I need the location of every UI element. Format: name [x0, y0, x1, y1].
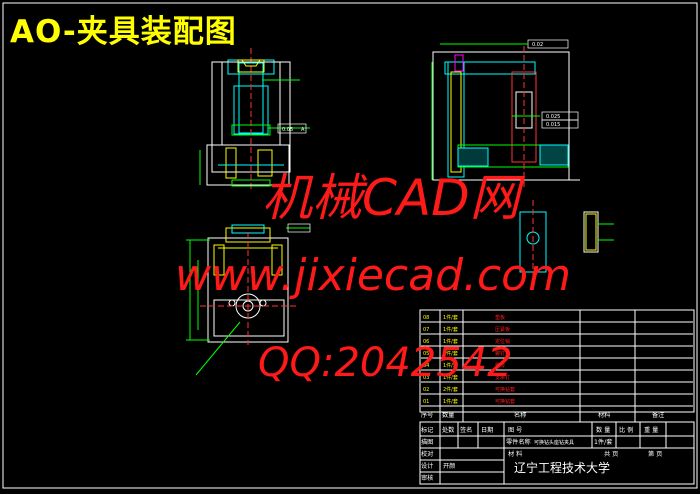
- tb-qty-value: 1件/套: [594, 438, 612, 446]
- bom-row-qty: 1件/套: [443, 326, 458, 333]
- right-upper-view: [431, 39, 580, 190]
- tolerance-value: 0.02: [532, 42, 543, 48]
- bom-row-qty: 2件/套: [443, 386, 458, 393]
- bom-header-note: 备注: [652, 411, 664, 419]
- bom-row-name: 螺钉: [495, 350, 505, 357]
- bom-row-no: 03: [423, 375, 429, 381]
- watermark-site-name: 机械CAD网: [262, 169, 520, 227]
- tb-ratio-label: 比 例: [619, 426, 633, 434]
- tb-date: 日期: [481, 426, 493, 434]
- bom-row-name: 垫板: [495, 314, 505, 321]
- bom-row-qty: 1件/套: [443, 362, 458, 369]
- bom-row-no: 02: [423, 387, 429, 393]
- tolerance-value: 0.05: [282, 127, 293, 133]
- tb-count: 处数: [442, 426, 455, 434]
- bom-row-no: 05: [423, 351, 429, 357]
- bom-row-no: 06: [423, 339, 429, 345]
- tb-part-name: 可换钻头座钻夹具: [534, 439, 574, 446]
- page-title: AO-夹具装配图: [10, 14, 237, 50]
- tb-school: 辽宁工程技术大学: [514, 460, 610, 475]
- bom-row-no: 01: [423, 399, 429, 405]
- title-block: [419, 421, 695, 485]
- tb-sign: 签名: [460, 426, 472, 434]
- bom-row-name: 支承钉: [495, 374, 510, 381]
- datum-label: A: [301, 127, 305, 133]
- bom-row-no: 08: [423, 315, 429, 321]
- bom-row-qty: 1件/套: [443, 398, 458, 405]
- bom-row-qty: 1件/套: [443, 374, 458, 381]
- right-lower-view: [519, 200, 614, 290]
- bom-header-qty: 数量: [442, 411, 454, 419]
- tolerance-value: 0.025: [546, 114, 560, 120]
- bom-row-name: 螺母: [495, 362, 505, 369]
- tb-label: 校对: [421, 450, 433, 458]
- watermark-url: www.jixiecad.com: [175, 250, 571, 301]
- bom-table: [419, 309, 695, 422]
- tb-qty-label: 数 量: [596, 426, 610, 434]
- tb-mark: 标记: [421, 426, 433, 434]
- bom-row-qty: 1件/套: [443, 314, 458, 321]
- watermark-qq: QQ:2042542: [258, 340, 513, 386]
- left-lower-view: [186, 223, 311, 376]
- tb-label: 描图: [421, 438, 433, 446]
- bom-header-no: 序号: [421, 411, 433, 419]
- tb-label: 设计: [421, 462, 433, 470]
- bom-row-name: 可换钻套: [495, 386, 515, 393]
- bom-header-material: 材料: [598, 411, 610, 419]
- bom-header-name: 名称: [514, 411, 526, 419]
- tb-drawing-no: 图 号: [508, 427, 522, 434]
- tb-weight-label: 重 量: [644, 426, 658, 434]
- tb-page-label: 第 页: [648, 450, 662, 458]
- tolerance-value: 0.015: [546, 122, 560, 128]
- tb-label: 审核: [421, 474, 433, 482]
- bom-row-name: 定位销: [495, 338, 510, 345]
- tb-material-label: 材 料: [508, 450, 522, 458]
- bom-row-no: 07: [423, 327, 429, 333]
- tb-designer: 开颜: [443, 462, 455, 470]
- bom-row-no: 04: [423, 363, 429, 369]
- bom-row-name: 可换钻套: [495, 398, 515, 405]
- bom-row-qty: 1件/套: [443, 338, 458, 345]
- tb-part-name-label: 零件名称: [506, 438, 531, 446]
- tb-sheet-label: 共 页: [604, 450, 618, 458]
- left-upper-view: [199, 48, 310, 190]
- bom-row-name: 压紧板: [495, 326, 510, 333]
- bom-row-qty: 1件/套: [443, 350, 458, 357]
